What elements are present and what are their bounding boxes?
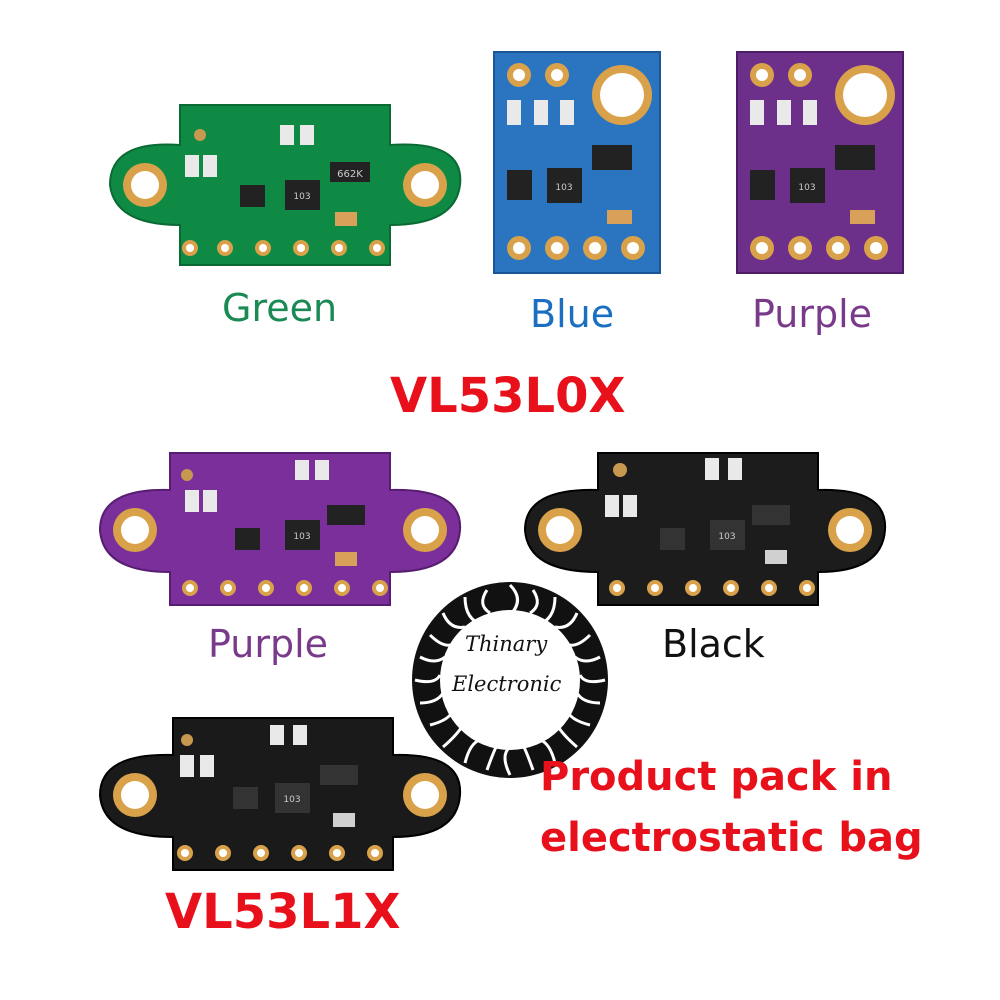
model-title-vl53l1x: VL53L1X (165, 884, 401, 940)
logo-text-line1: Thinary (465, 632, 548, 656)
purple-board-image-1: 103 (736, 51, 904, 274)
model-title-vl53l0x: VL53L0X (390, 368, 626, 424)
black-board-image: 103 (523, 452, 887, 606)
chip-mark-text: 103 (798, 183, 815, 193)
chip-mark-text: 103 (293, 532, 310, 542)
label-purple-2: Purple (208, 622, 329, 666)
label-black: Black (662, 622, 765, 666)
chip-mark-text: 103 (283, 795, 300, 805)
blue-board-image: 103 (493, 51, 661, 274)
thinary-logo-ring (412, 582, 608, 778)
pack-note-line2: electrostatic bag (540, 815, 923, 861)
label-blue: Blue (530, 292, 615, 336)
green-board-image: 662K 103 (108, 104, 462, 266)
chip-mark-text: 662K (337, 169, 363, 180)
chip-mark-text: 103 (293, 192, 310, 202)
chip-mark-text: 103 (718, 532, 735, 542)
vl53l1x-board-image: 103 (98, 717, 462, 871)
chip-mark-text: 103 (555, 183, 572, 193)
purple-board-image-2: 103 (98, 452, 462, 606)
label-green: Green (222, 286, 338, 330)
label-purple-1: Purple (752, 292, 873, 336)
logo-text-line2: Electronic (452, 672, 562, 696)
pack-note-line1: Product pack in (540, 754, 893, 800)
